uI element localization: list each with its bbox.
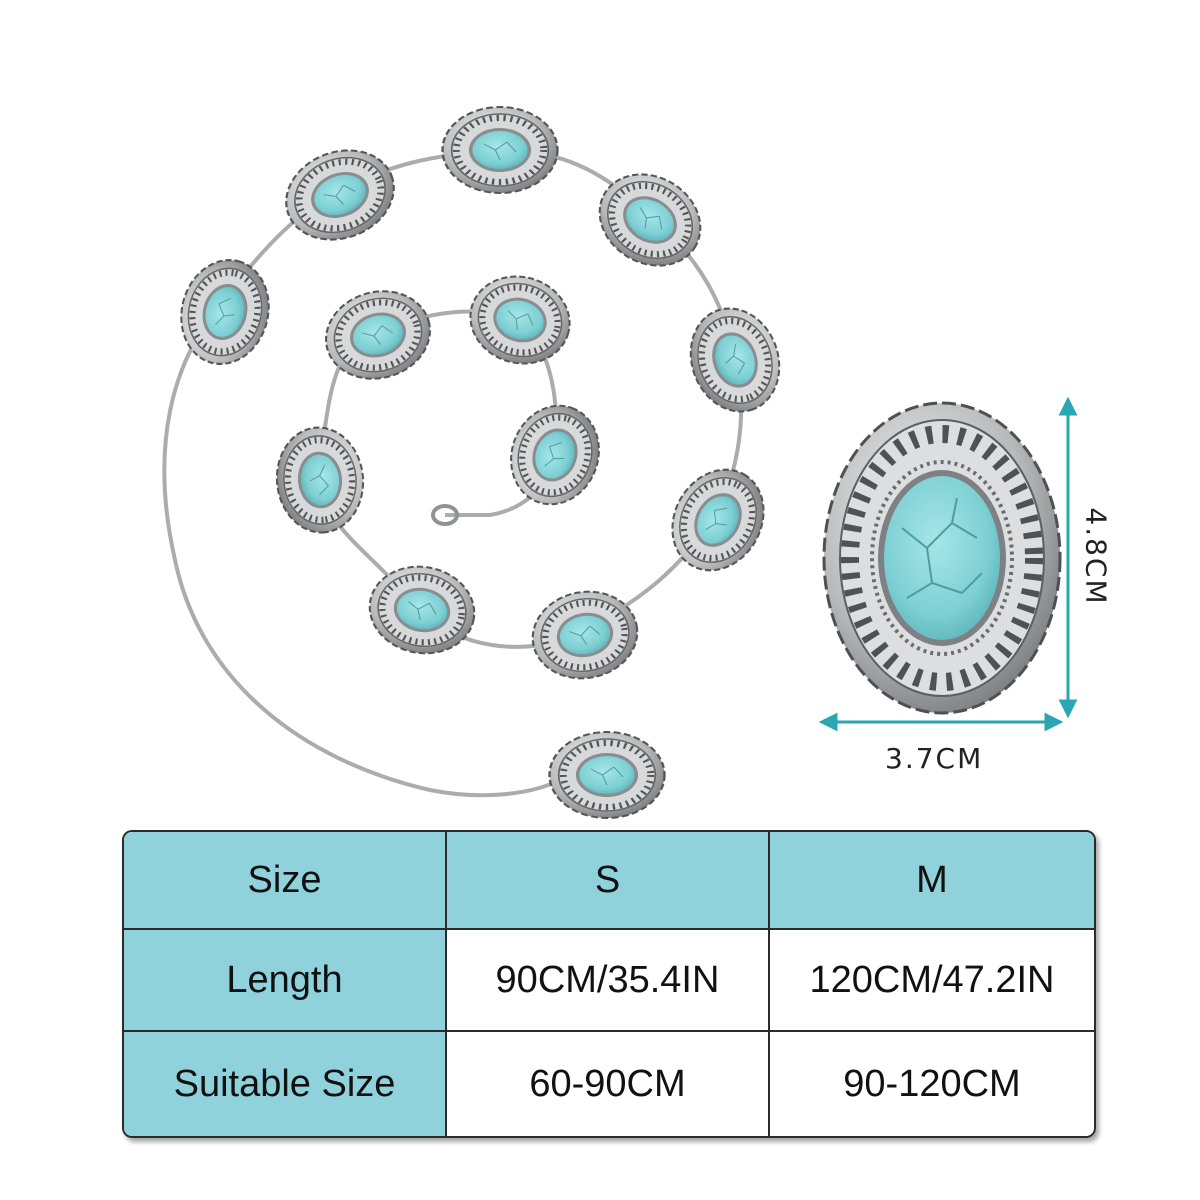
suitable-size-m-value: 90-120CM <box>770 1032 1094 1136</box>
height-arrow <box>1058 396 1078 719</box>
length-m-value: 120CM/47.2IN <box>770 930 1094 1032</box>
concho-detail <box>822 401 1062 715</box>
length-row-label: Length <box>124 930 447 1032</box>
lobster-clasp <box>431 504 459 526</box>
size-header-m: M <box>770 832 1094 930</box>
width-dimension-label: 3.7CM <box>885 742 984 775</box>
suitable-size-s-value: 60-90CM <box>447 1032 770 1136</box>
size-header-label: Size <box>124 832 447 930</box>
size-header-s: S <box>447 832 770 930</box>
length-s-value: 90CM/35.4IN <box>447 930 770 1032</box>
width-arrow <box>818 712 1064 732</box>
size-table: Size S M Length 90CM/35.4IN 120CM/47.2IN… <box>122 830 1096 1138</box>
suitable-size-row-label: Suitable Size <box>124 1032 447 1136</box>
belt-illustration <box>162 0 1078 830</box>
height-dimension-label: 4.8CM <box>1079 507 1113 606</box>
